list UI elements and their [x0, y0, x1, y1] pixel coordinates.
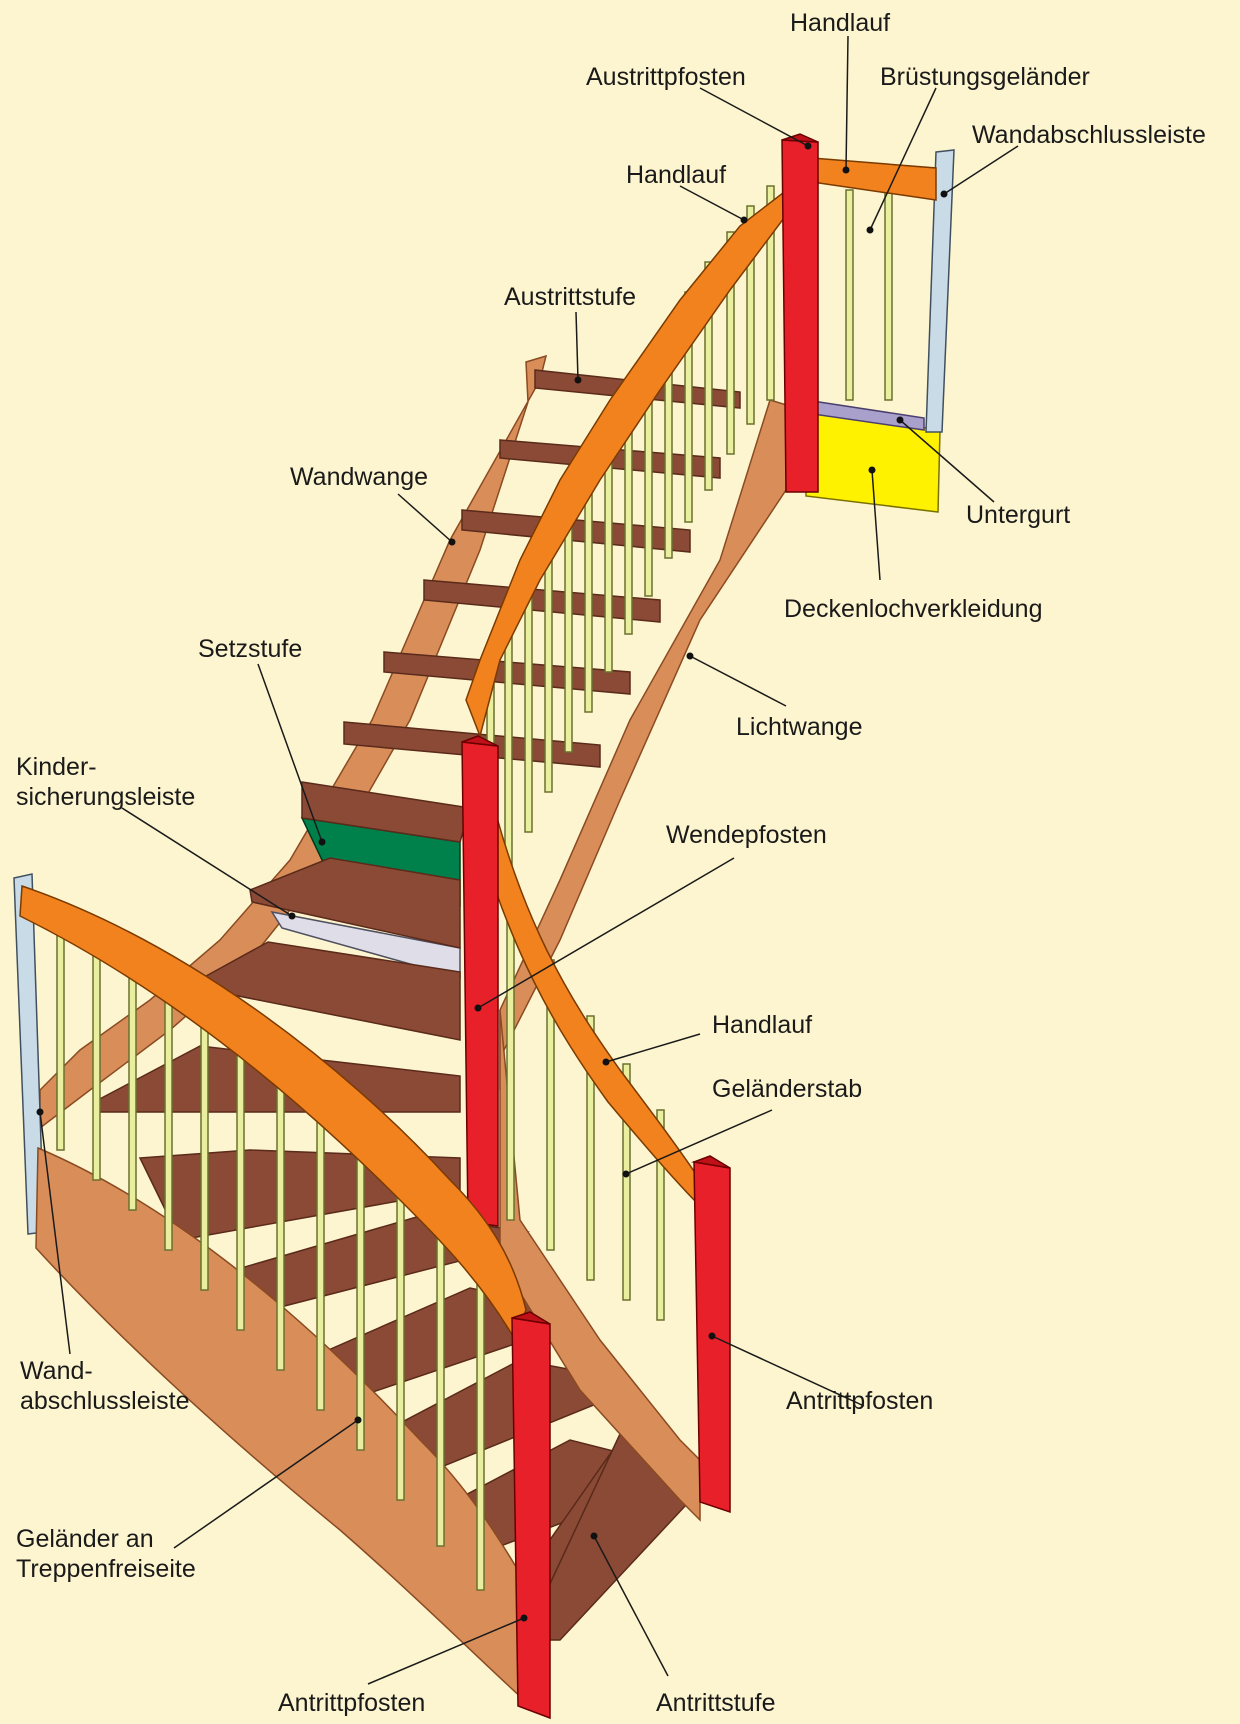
leader-dot	[289, 913, 296, 920]
leader-dot	[687, 653, 694, 660]
baluster	[317, 1116, 324, 1410]
label-deckenlochverkleidung: Deckenlochverkleidung	[784, 594, 1042, 624]
upper-baluster	[846, 190, 853, 400]
top-newel-post	[782, 140, 818, 492]
leader-dot	[869, 467, 876, 474]
label-gelaender-freiseite: Geländer an Treppenfreiseite	[16, 1524, 196, 1584]
label-handlauf-upper: Handlauf	[626, 160, 726, 190]
label-austrittstufe: Austrittstufe	[504, 282, 636, 312]
leader-line	[398, 494, 452, 542]
leader-dot	[709, 1333, 716, 1340]
leader-line	[870, 88, 936, 230]
leader-dot	[475, 1005, 482, 1012]
label-wandabschlussleiste-top: Wandabschlussleiste	[972, 120, 1206, 150]
label-austrittpfosten: Austrittpfosten	[586, 62, 746, 92]
label-kindersicherungsleiste: Kinder- sicherungsleiste	[16, 752, 195, 812]
leader-line	[700, 88, 808, 146]
leader-line	[606, 1034, 700, 1062]
bottom-entrance-post	[512, 1318, 550, 1718]
top-handrail	[812, 158, 936, 200]
leader-dot	[591, 1533, 598, 1540]
label-antrittstufe: Antrittstufe	[656, 1688, 776, 1718]
baluster	[397, 1186, 404, 1500]
leader-line	[258, 664, 322, 842]
label-setzstufe: Setzstufe	[198, 634, 302, 664]
leader-dot	[37, 1109, 44, 1116]
label-gelaenderstab: Geländerstab	[712, 1074, 862, 1104]
leader-line	[122, 808, 292, 916]
label-handlauf-lower: Handlauf	[712, 1010, 812, 1040]
upper-baluster	[885, 190, 892, 400]
baluster	[129, 972, 136, 1210]
label-wandabschlussleiste-left: Wand- abschlussleiste	[20, 1356, 190, 1416]
leader-dot	[941, 191, 948, 198]
leader-dot	[623, 1171, 630, 1178]
label-antrittpfosten-right: Antrittpfosten	[786, 1386, 933, 1416]
leader-dot	[449, 539, 456, 546]
label-antrittpfosten-bottom: Antrittpfosten	[278, 1688, 425, 1718]
label-handlauf-top: Handlauf	[790, 8, 890, 38]
label-untergurt: Untergurt	[966, 500, 1070, 530]
leader-dot	[603, 1059, 610, 1066]
baluster	[165, 1000, 172, 1250]
label-bruestungsgelaender: Brüstungsgeländer	[880, 62, 1090, 92]
leader-dot	[843, 167, 850, 174]
baluster	[437, 1224, 444, 1546]
baluster	[237, 1052, 244, 1330]
baluster	[201, 1024, 208, 1290]
baluster	[357, 1150, 364, 1450]
leader-line	[680, 186, 744, 220]
leader-line	[690, 656, 786, 706]
leader-dot	[521, 1615, 528, 1622]
label-wendepfosten: Wendepfosten	[666, 820, 827, 850]
baluster	[93, 952, 100, 1180]
leader-line	[576, 312, 578, 380]
leader-line	[846, 36, 848, 170]
label-wandwange: Wandwange	[290, 462, 428, 492]
turning-post	[462, 742, 498, 1226]
baluster	[57, 932, 64, 1150]
leader-dot	[355, 1417, 362, 1424]
leader-dot	[867, 227, 874, 234]
leader-dot	[741, 217, 748, 224]
leader-line	[944, 146, 1018, 194]
leader-dot	[897, 417, 904, 424]
baluster	[477, 1262, 484, 1590]
label-lichtwange: Lichtwange	[736, 712, 862, 742]
leader-dot	[319, 839, 326, 846]
baluster	[277, 1082, 284, 1370]
leader-dot	[575, 377, 582, 384]
baluster	[507, 900, 514, 1220]
leader-dot	[805, 143, 812, 150]
